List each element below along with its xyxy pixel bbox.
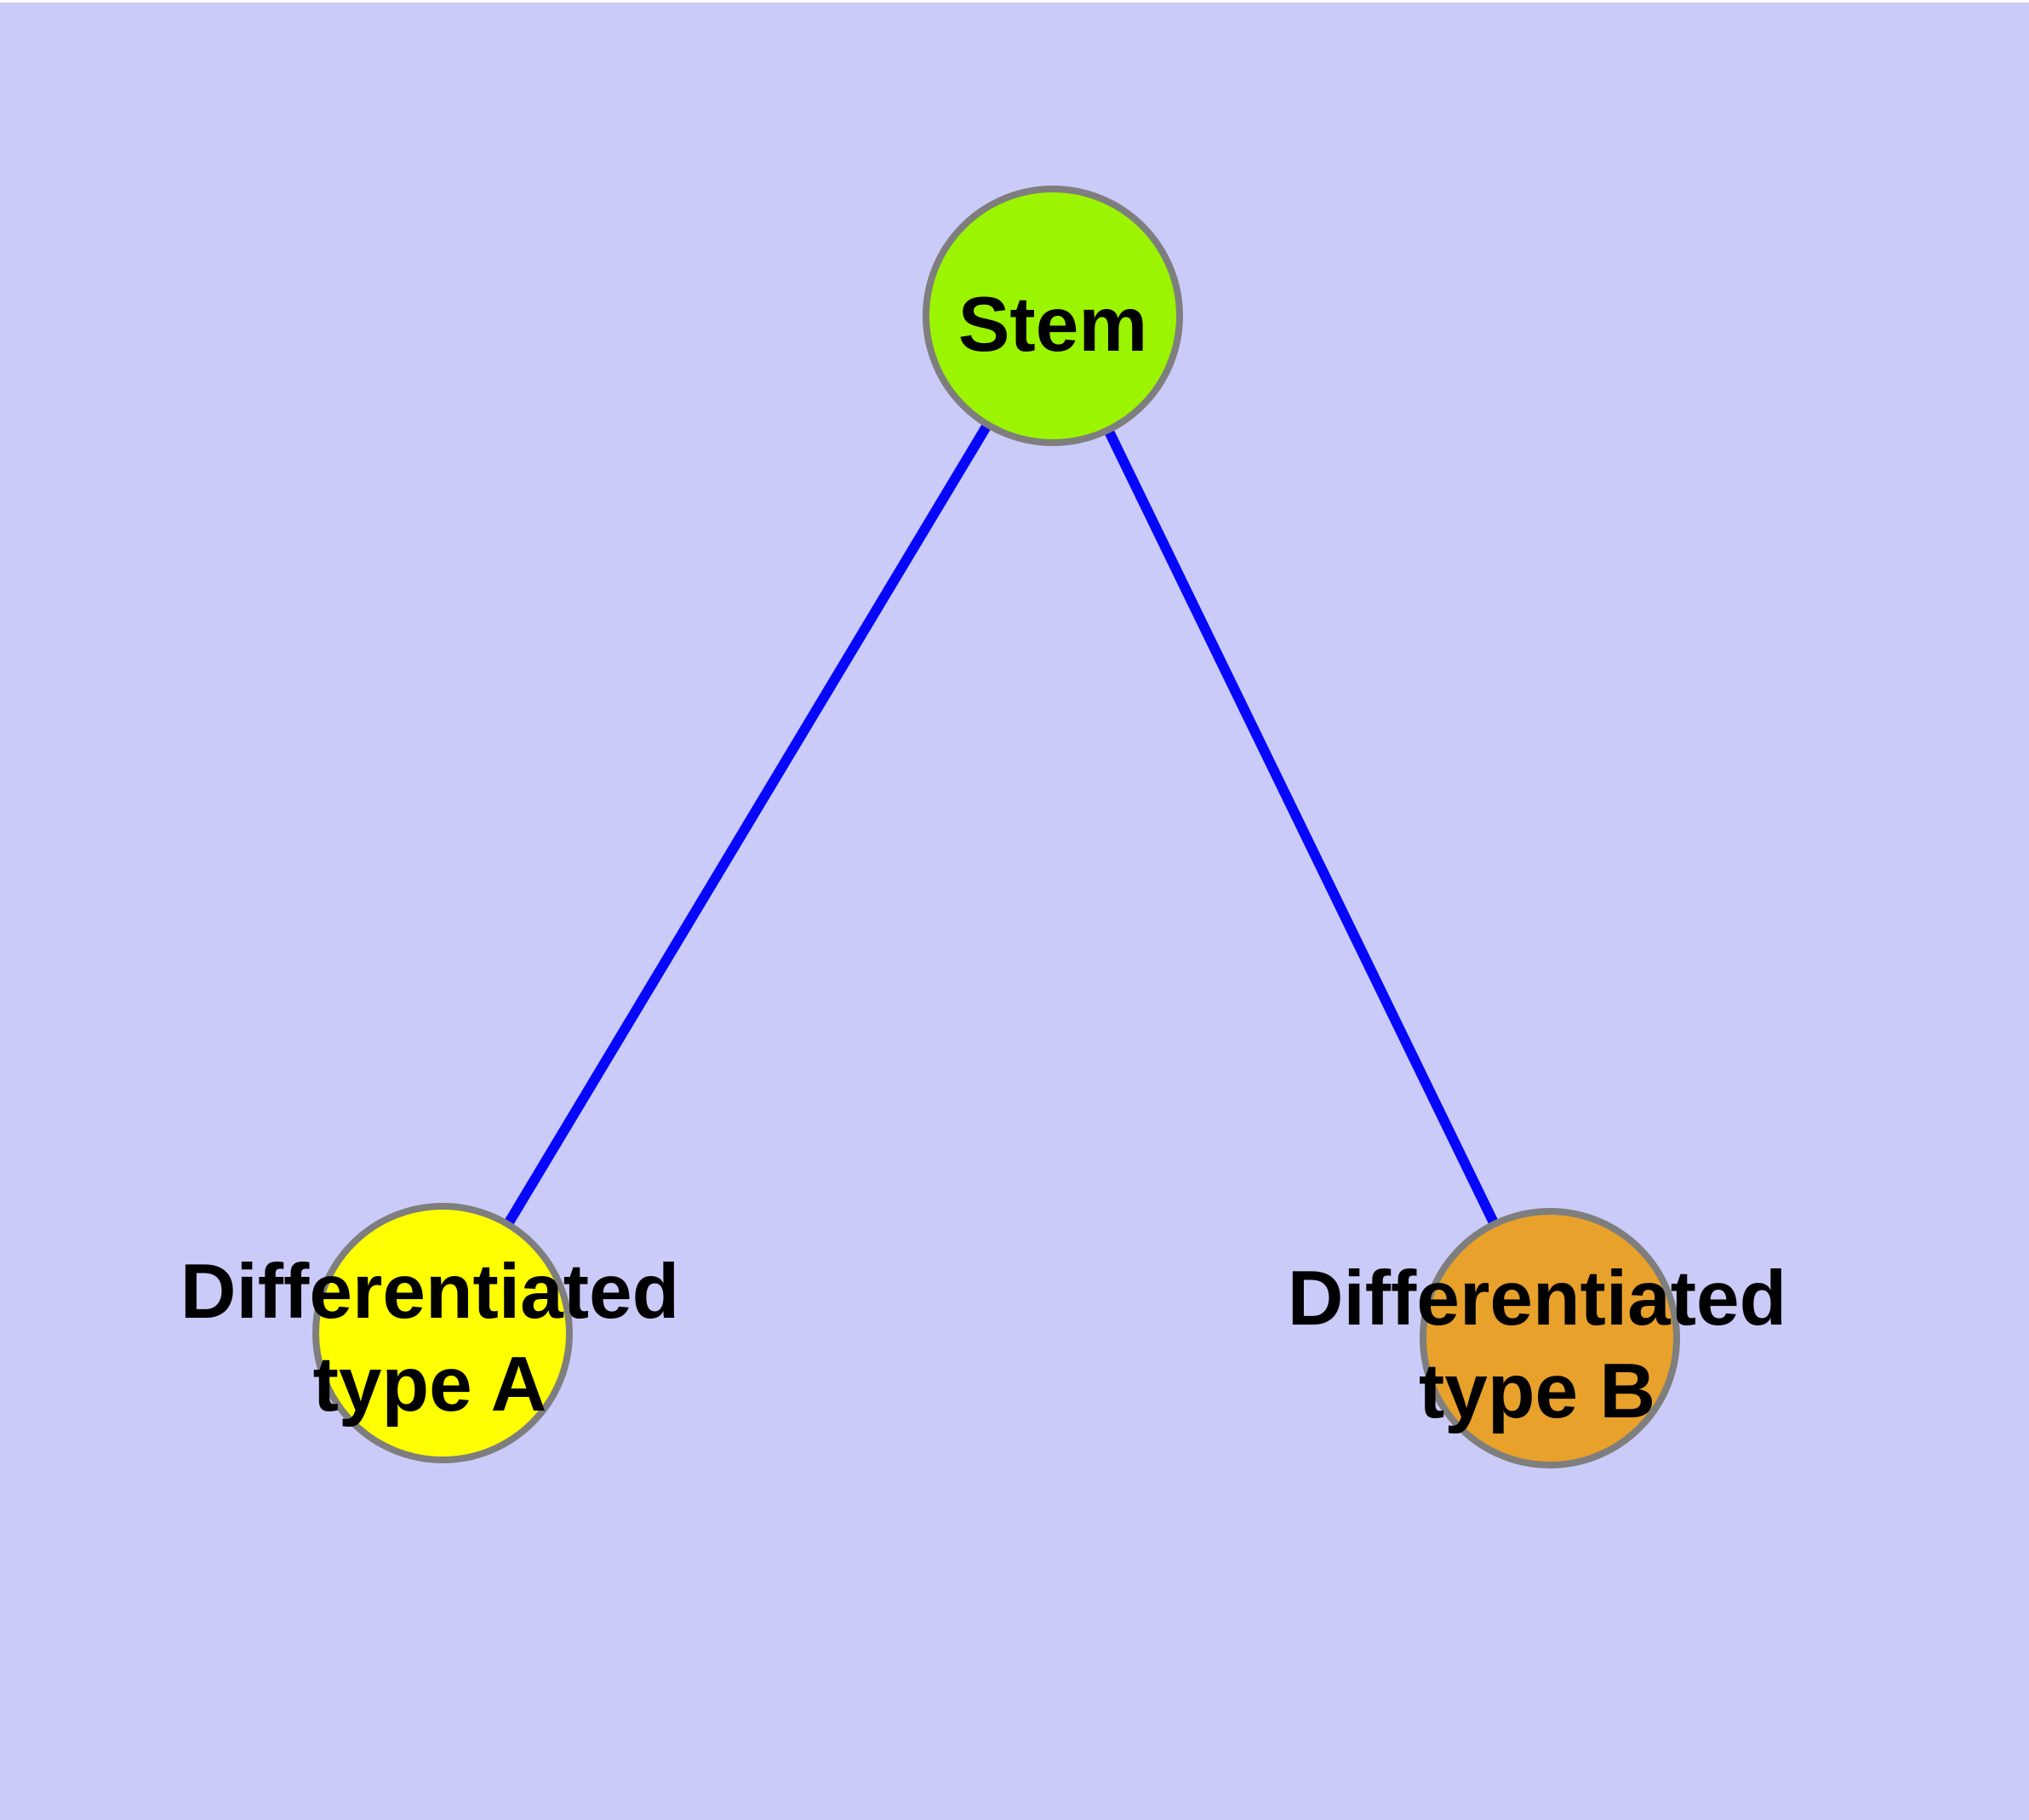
edge-stem-to-type-b <box>1048 313 1555 1341</box>
node-type-a-label-line2: type A <box>313 1342 547 1428</box>
node-stem-label: Stem <box>958 282 1148 368</box>
edge-stem-to-type-a <box>437 312 1058 1336</box>
node-differentiated-type-a <box>312 1203 573 1463</box>
node-type-b-label-line2: type B <box>1419 1348 1655 1434</box>
node-stem <box>923 186 1183 446</box>
node-differentiated-type-b <box>1420 1208 1680 1468</box>
node-type-a-label-line1: Differentiated <box>180 1249 680 1335</box>
node-type-b-label-line1: Differentiated <box>1288 1256 1787 1342</box>
